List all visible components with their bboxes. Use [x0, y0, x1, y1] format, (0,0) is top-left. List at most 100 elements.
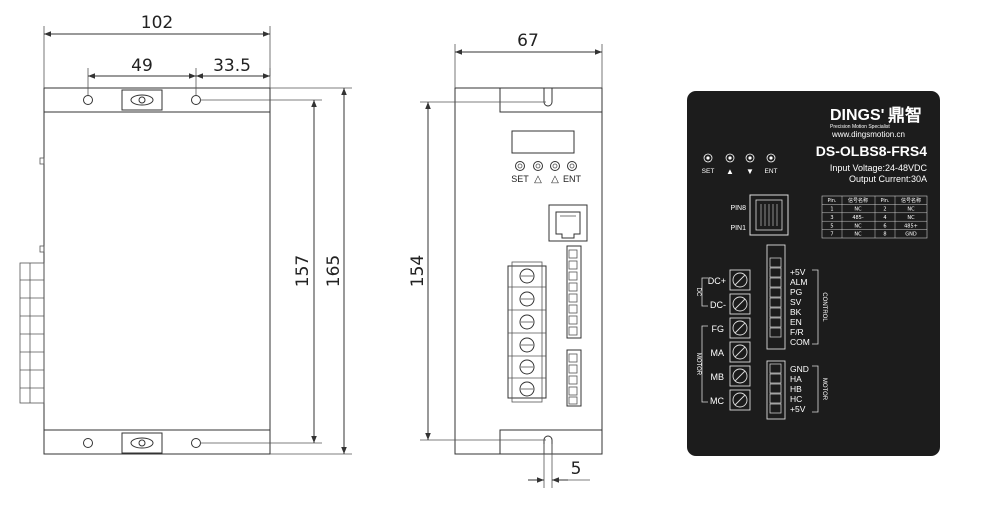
label-ma: MA	[711, 348, 725, 358]
bottom-slot-center	[138, 439, 146, 447]
side-button-label-ent: ENT	[563, 174, 582, 184]
label-buttons: SET ▲ ▼ ENT	[702, 153, 778, 176]
output-current: Output Current:30A	[849, 174, 927, 184]
pin-table-cell: 8	[883, 232, 886, 238]
hall-pin-label: HA	[790, 374, 802, 384]
label-button-set: SET	[702, 168, 715, 175]
label-mc: MC	[710, 396, 724, 406]
pin-table-cell: GND	[905, 232, 917, 238]
side-rj45-port	[548, 204, 588, 242]
model-number: DS-OLBS8-FRS4	[816, 143, 927, 159]
brand-url: www.dingsmotion.cn	[831, 130, 905, 139]
label-button-down: ▼	[746, 167, 754, 176]
pin-table-cell: 485+	[904, 223, 918, 229]
label-control-group: CONTROL	[821, 292, 827, 322]
bottom-slot-frame	[121, 432, 163, 454]
pin-table-cell: 2	[883, 207, 886, 213]
side-body-outline	[454, 87, 603, 455]
brand-name-cn: 鼎智	[888, 105, 922, 125]
control-pin-label: ALM	[790, 277, 807, 287]
dim-hole-spacing-right: 33.5	[213, 56, 251, 76]
hall-pin-label: +5V	[790, 404, 806, 414]
front-view: 102 49 33.5 157 165	[19, 13, 352, 455]
pin-table-cell: NC	[854, 223, 862, 229]
label-power-terminal: DC+ DC- FG MA MB MC DC MOTOR	[695, 269, 751, 411]
hall-pin-label: HB	[790, 384, 802, 394]
side-top-slot	[543, 88, 553, 107]
pin-table-cell: 485-	[852, 215, 864, 221]
control-pin-label: BK	[790, 307, 802, 317]
label-background	[687, 91, 940, 456]
dim-height-inner: 157	[293, 255, 313, 287]
dim-side-height: 154	[408, 255, 428, 287]
label-control-terminal: +5V ALM PG SV BK EN F/R COM CONTROL	[766, 244, 827, 350]
side-button-label-set: SET	[511, 174, 529, 184]
side-display-window	[511, 130, 575, 154]
pin-table-cell: NC	[854, 232, 862, 238]
pin-table-cell: 3	[830, 215, 833, 221]
dim-height-outer: 165	[324, 255, 344, 287]
product-label: DINGS' 鼎智 Precision Motion Specialist ww…	[687, 91, 940, 456]
label-pin8: PIN8	[730, 205, 746, 212]
pin-table-cell: 1	[830, 207, 833, 213]
side-button-label-down: △	[551, 174, 559, 185]
mount-hole-top-left	[83, 95, 93, 105]
mount-hole-bottom-right	[191, 438, 201, 448]
top-slot-center	[138, 96, 146, 104]
side-bottom-slot	[543, 435, 553, 454]
side-buttons: SET △ △ ENT	[511, 161, 582, 185]
front-side-terminals	[19, 157, 45, 404]
hall-pin-label: HC	[790, 394, 802, 404]
brand-tagline: Precision Motion Specialist	[830, 124, 890, 130]
top-slot-oval	[130, 94, 154, 106]
label-motor-right-group: MOTOR	[821, 378, 827, 401]
pin-table-header: 信号名称	[848, 197, 868, 204]
label-fg: FG	[712, 324, 725, 334]
label-mb: MB	[711, 372, 725, 382]
label-dc-group: DC	[695, 288, 701, 297]
top-slot-frame	[121, 89, 163, 111]
label-dc-minus: DC-	[710, 300, 726, 310]
side-control-terminal	[566, 245, 582, 339]
input-voltage: Input Voltage:24-48VDC	[830, 163, 928, 173]
control-pin-label: COM	[790, 337, 810, 347]
label-button-ent: ENT	[765, 168, 778, 175]
front-body-outline	[43, 87, 271, 455]
pin-table-cell: NC	[854, 207, 862, 213]
side-hall-terminal	[566, 349, 582, 407]
dim-width-total: 102	[141, 13, 173, 33]
pin-table: Pin. 信号名称 Pin. 信号名称 1 NC 2 NC 3 485- 4 N…	[821, 195, 928, 239]
brand-name: DINGS'	[830, 107, 884, 124]
side-power-terminal	[507, 261, 547, 403]
bottom-slot-oval	[130, 437, 154, 449]
mount-hole-top-right	[191, 95, 201, 105]
label-pin1: PIN1	[730, 225, 746, 232]
pin-table-cell: NC	[907, 215, 915, 221]
control-pin-label: SV	[790, 297, 802, 307]
side-button-label-up: △	[534, 174, 542, 185]
label-button-up: ▲	[726, 167, 734, 176]
pin-table-header: Pin.	[827, 198, 836, 204]
pin-table-cell: 6	[883, 223, 886, 229]
dim-side-width: 67	[517, 31, 539, 51]
pin-table-cell: 7	[830, 232, 833, 238]
control-pin-label: +5V	[790, 267, 806, 277]
control-pin-label: EN	[790, 317, 802, 327]
control-pin-label: F/R	[790, 327, 804, 337]
pin-table-header: Pin.	[880, 198, 889, 204]
pin-table-header: 信号名称	[901, 197, 921, 204]
label-rj45-port: PIN8 PIN1	[730, 194, 789, 236]
mount-hole-bottom-left	[83, 438, 93, 448]
label-dc-plus: DC+	[708, 276, 726, 286]
label-hall-terminal: GND HA HB HC +5V MOTOR	[766, 360, 827, 420]
pin-table-cell: 5	[830, 223, 833, 229]
dim-slot-width: 5	[571, 459, 582, 479]
control-pin-label: PG	[790, 287, 802, 297]
pin-table-cell: NC	[907, 207, 915, 213]
pin-table-cell: 4	[883, 215, 886, 221]
side-view: SET △ △ ENT	[408, 31, 603, 488]
hall-pin-label: GND	[790, 364, 809, 374]
dim-hole-spacing-left: 49	[131, 56, 153, 76]
label-motor-group: MOTOR	[695, 353, 701, 376]
